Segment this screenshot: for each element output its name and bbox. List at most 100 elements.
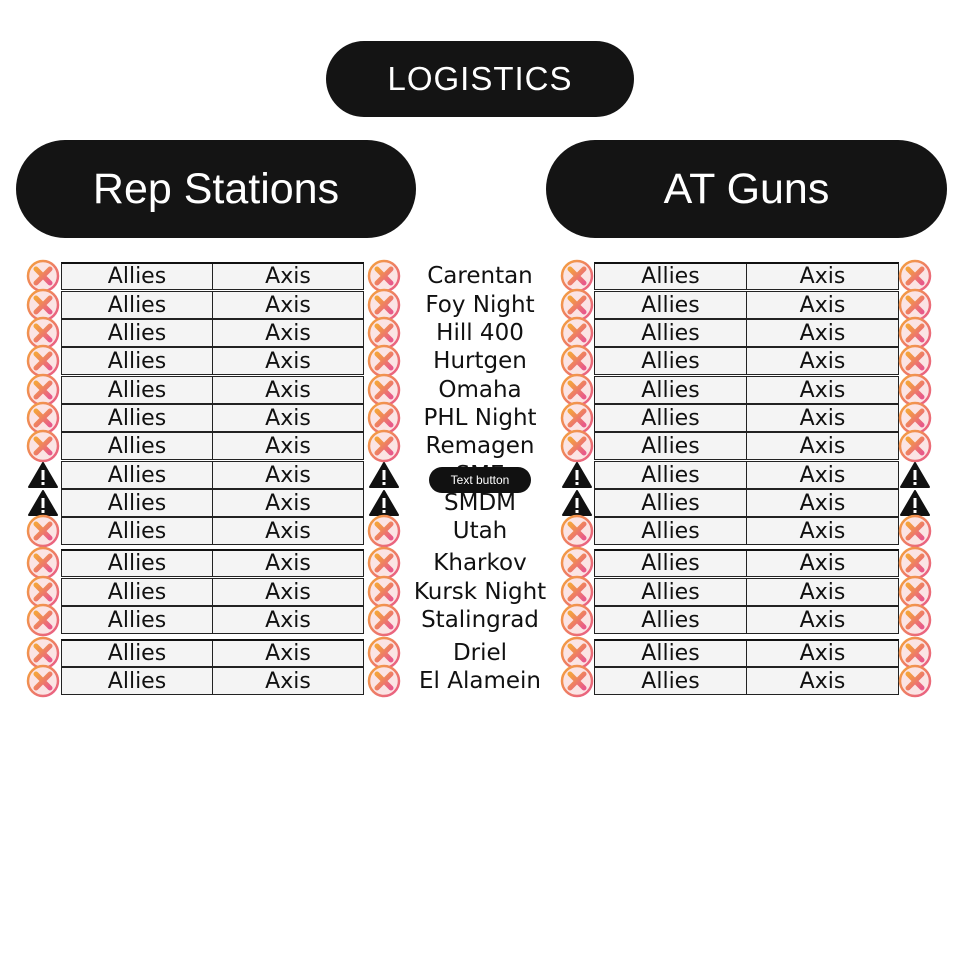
text-button[interactable]: Text button: [429, 467, 531, 493]
at-guns-table-row: Allies Axis: [594, 517, 899, 545]
allies-cell[interactable]: Allies: [107, 405, 167, 431]
x-circle-icon: [26, 603, 60, 637]
allies-cell[interactable]: Allies: [107, 490, 167, 516]
x-circle-icon: [26, 344, 60, 378]
rep-stations-header: Rep Stations: [16, 140, 416, 238]
warning-icon: [898, 458, 932, 492]
axis-cell[interactable]: Axis: [212, 433, 363, 459]
x-circle-icon: [560, 401, 594, 435]
allies-cell[interactable]: Allies: [107, 668, 167, 694]
warning-icon: [26, 458, 60, 492]
x-circle-icon: [898, 514, 932, 548]
axis-cell[interactable]: Axis: [746, 668, 898, 694]
axis-cell[interactable]: Axis: [212, 607, 363, 633]
axis-cell[interactable]: Axis: [746, 292, 898, 318]
axis-cell[interactable]: Axis: [746, 490, 898, 516]
rep-stations-table-row: Allies Axis: [61, 549, 364, 577]
allies-cell[interactable]: Allies: [641, 490, 700, 516]
x-circle-icon: [26, 664, 60, 698]
rep-stations-table-row: Allies Axis: [61, 517, 364, 545]
allies-cell[interactable]: Allies: [641, 551, 700, 576]
axis-cell[interactable]: Axis: [746, 462, 898, 488]
allies-cell[interactable]: Allies: [107, 377, 167, 403]
at-guns-table-row: Allies Axis: [594, 262, 899, 290]
allies-cell[interactable]: Allies: [641, 607, 700, 633]
x-circle-icon: [367, 603, 401, 637]
map-name: Driel: [452, 640, 508, 666]
axis-cell[interactable]: Axis: [212, 518, 363, 544]
x-circle-icon: [367, 288, 401, 322]
axis-cell[interactable]: Axis: [746, 579, 898, 605]
rep-stations-table-row: Allies Axis: [61, 404, 364, 432]
at-guns-header: AT Guns: [546, 140, 947, 238]
x-circle-icon: [367, 514, 401, 548]
axis-cell[interactable]: Axis: [212, 551, 363, 576]
axis-cell[interactable]: Axis: [746, 264, 898, 289]
allies-cell[interactable]: Allies: [641, 462, 700, 488]
allies-cell[interactable]: Allies: [107, 348, 167, 374]
allies-cell[interactable]: Allies: [641, 348, 700, 374]
axis-cell[interactable]: Axis: [746, 641, 898, 666]
rep-stations-table-row: Allies Axis: [61, 432, 364, 460]
allies-cell[interactable]: Allies: [641, 433, 700, 459]
allies-cell[interactable]: Allies: [641, 320, 700, 346]
axis-cell[interactable]: Axis: [212, 264, 363, 289]
x-circle-icon: [26, 288, 60, 322]
axis-cell[interactable]: Axis: [746, 607, 898, 633]
x-circle-icon: [26, 514, 60, 548]
x-circle-icon: [560, 288, 594, 322]
allies-cell[interactable]: Allies: [641, 377, 700, 403]
rep-stations-table-row: Allies Axis: [61, 376, 364, 404]
axis-cell[interactable]: Axis: [746, 320, 898, 346]
allies-cell[interactable]: Allies: [641, 579, 700, 605]
x-circle-icon: [367, 575, 401, 609]
allies-cell[interactable]: Allies: [107, 607, 167, 633]
x-circle-icon: [367, 664, 401, 698]
allies-cell[interactable]: Allies: [641, 668, 700, 694]
map-name: Hill 400: [436, 320, 524, 346]
axis-cell[interactable]: Axis: [746, 348, 898, 374]
x-circle-icon: [560, 514, 594, 548]
at-guns-table-row: Allies Axis: [594, 347, 899, 375]
axis-cell[interactable]: Axis: [746, 433, 898, 459]
axis-cell[interactable]: Axis: [212, 641, 363, 666]
x-circle-icon: [367, 546, 401, 580]
map-name: El Alamein: [419, 668, 541, 694]
axis-cell[interactable]: Axis: [746, 405, 898, 431]
warning-icon: [560, 458, 594, 492]
at-guns-table-row: Allies Axis: [594, 432, 899, 460]
axis-cell[interactable]: Axis: [212, 668, 363, 694]
at-guns-table-row: Allies Axis: [594, 578, 899, 606]
x-circle-icon: [560, 603, 594, 637]
axis-cell[interactable]: Axis: [746, 518, 898, 544]
axis-cell[interactable]: Axis: [212, 462, 363, 488]
map-name: Omaha: [438, 377, 522, 403]
allies-cell[interactable]: Allies: [641, 264, 700, 289]
axis-cell[interactable]: Axis: [212, 348, 363, 374]
allies-cell[interactable]: Allies: [107, 551, 167, 576]
allies-cell[interactable]: Allies: [641, 405, 700, 431]
allies-cell[interactable]: Allies: [107, 433, 167, 459]
allies-cell[interactable]: Allies: [641, 641, 700, 666]
at-guns-table-row: Allies Axis: [594, 404, 899, 432]
allies-cell[interactable]: Allies: [107, 264, 167, 289]
logistics-title: LOGISTICS: [326, 41, 634, 117]
map-name: Stalingrad: [421, 607, 539, 633]
allies-cell[interactable]: Allies: [641, 292, 700, 318]
axis-cell[interactable]: Axis: [212, 292, 363, 318]
allies-cell[interactable]: Allies: [107, 641, 167, 666]
axis-cell[interactable]: Axis: [212, 405, 363, 431]
allies-cell[interactable]: Allies: [107, 462, 167, 488]
allies-cell[interactable]: Allies: [107, 320, 167, 346]
at-guns-table-row: Allies Axis: [594, 606, 899, 634]
axis-cell[interactable]: Axis: [746, 377, 898, 403]
axis-cell[interactable]: Axis: [212, 579, 363, 605]
axis-cell[interactable]: Axis: [212, 320, 363, 346]
allies-cell[interactable]: Allies: [107, 292, 167, 318]
axis-cell[interactable]: Axis: [212, 490, 363, 516]
allies-cell[interactable]: Allies: [641, 518, 700, 544]
allies-cell[interactable]: Allies: [107, 518, 167, 544]
axis-cell[interactable]: Axis: [746, 551, 898, 576]
allies-cell[interactable]: Allies: [107, 579, 167, 605]
axis-cell[interactable]: Axis: [212, 377, 363, 403]
